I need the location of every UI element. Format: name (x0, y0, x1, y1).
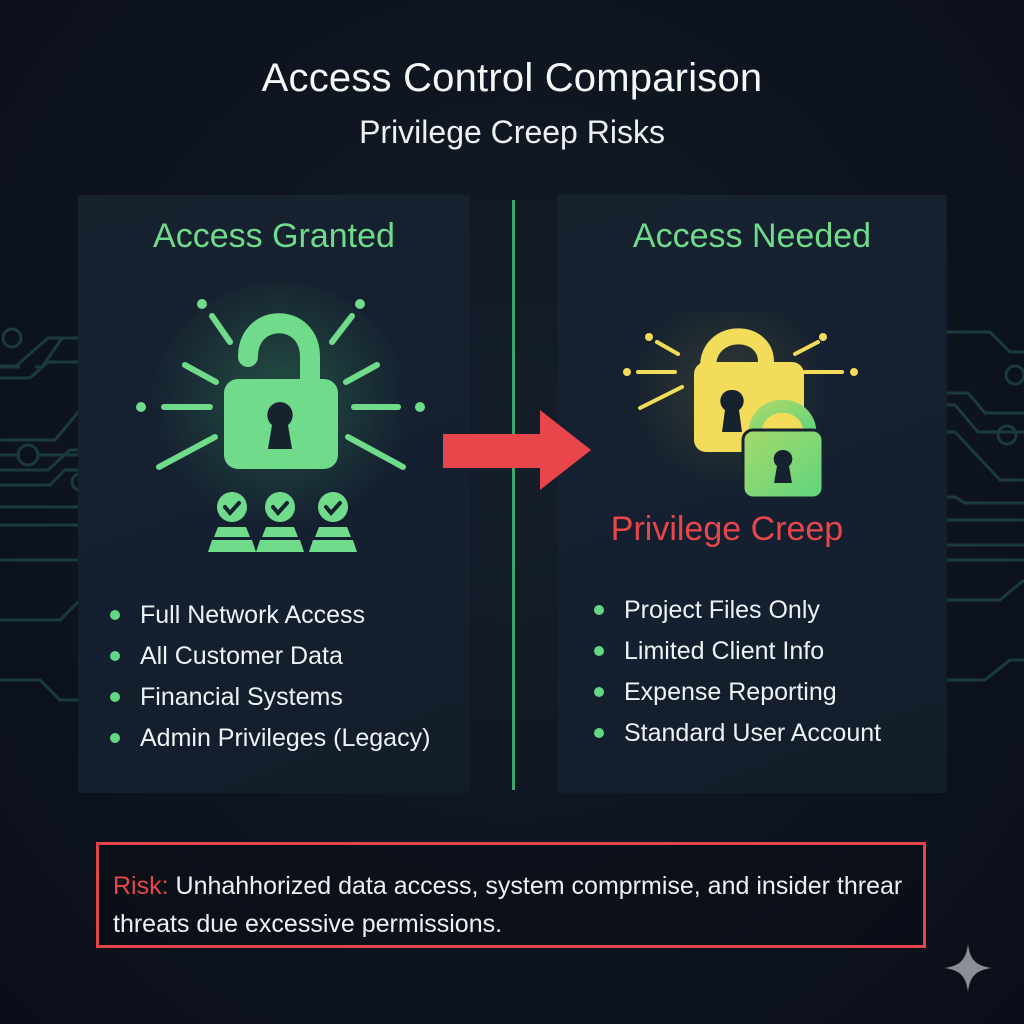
list-item: Full Network Access (108, 595, 430, 636)
dual-padlock-icon (623, 312, 858, 500)
bullet-icon (594, 687, 604, 697)
list-item: Limited Client Info (592, 631, 881, 672)
list-item-label: Full Network Access (140, 601, 366, 629)
bullet-icon (594, 605, 604, 615)
list-item-label: Expense Reporting (624, 678, 837, 706)
bullet-icon (110, 651, 120, 661)
privilege-creep-label: Privilege Creep (610, 510, 844, 548)
bullet-icon (110, 610, 120, 620)
list-item: All Customer Data (108, 636, 430, 677)
unlocked-padlock-icon (136, 282, 425, 552)
list-item: Project Files Only (592, 590, 881, 631)
list-item-label: Admin Privileges (Legacy) (140, 724, 431, 752)
list-item: Expense Reporting (592, 672, 881, 713)
list-item-label: Standard User Account (624, 719, 882, 747)
panel-divider (512, 200, 515, 790)
page-subtitle: Privilege Creep Risks (359, 114, 665, 150)
access-needed-heading: Access Needed (632, 217, 872, 255)
list-item: Admin Privileges (Legacy) (108, 718, 430, 759)
list-item-label: Project Files Only (624, 596, 820, 624)
page-title: Access Control Comparison (261, 56, 763, 100)
verified-users-icon (208, 492, 357, 552)
bullet-icon (110, 692, 120, 702)
list-item-label: All Customer Data (140, 642, 343, 670)
list-item: Financial Systems (108, 677, 430, 718)
list-item-label: Financial Systems (140, 683, 343, 711)
needed-access-list: Project Files Only Limited Client Info E… (592, 590, 881, 754)
sparkle-icon (944, 944, 992, 992)
arrow-right-icon (443, 410, 591, 490)
granted-access-list: Full Network Access All Customer Data Fi… (108, 595, 430, 759)
list-item: Standard User Account (592, 713, 881, 754)
bullet-icon (594, 728, 604, 738)
risk-text: Unhahhorized data access, system comprmi… (113, 872, 903, 938)
bullet-icon (110, 733, 120, 743)
risk-callout: Risk: Unhahhorized data access, system c… (96, 842, 926, 948)
access-granted-heading: Access Granted (153, 217, 395, 255)
bullet-icon (594, 646, 604, 656)
list-item-label: Limited Client Info (624, 637, 825, 665)
risk-label: Risk: (113, 872, 169, 900)
